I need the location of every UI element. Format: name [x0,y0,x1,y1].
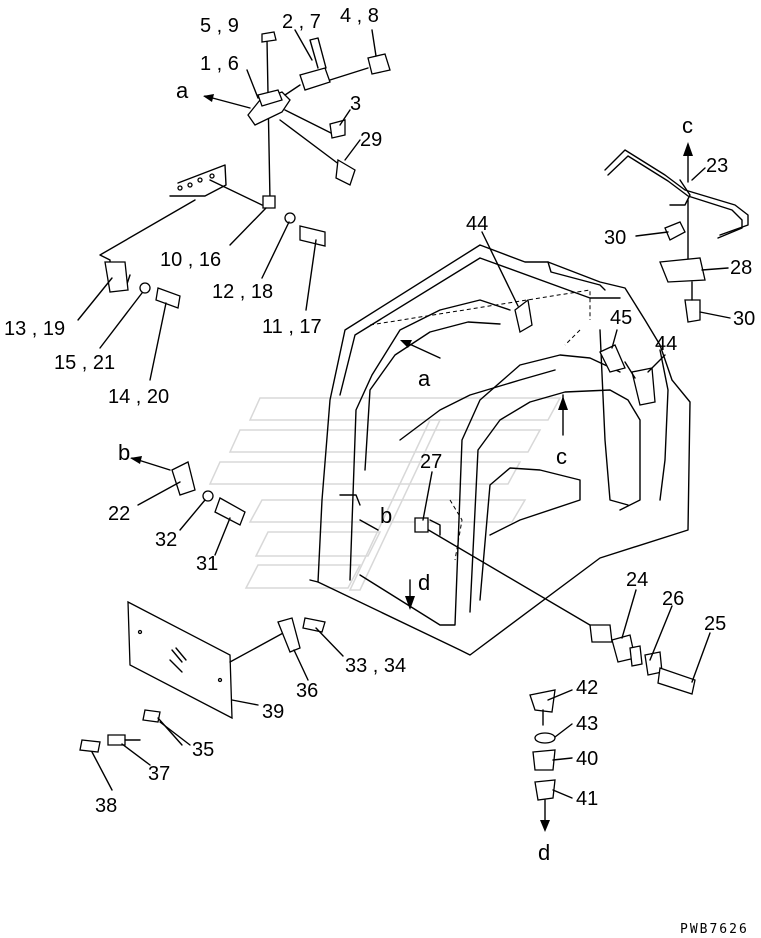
label-30a: 30 [604,227,626,249]
label-3: 3 [350,93,361,115]
ref-b-left: b [118,440,130,465]
label-2-7: 2 , 7 [282,11,321,33]
ref-a-top: a [176,78,189,103]
ref-d-bottom: d [538,840,550,865]
ref-c-cab: c [556,444,567,469]
label-25: 25 [704,613,726,635]
label-35: 35 [192,739,214,761]
left-clip [171,461,246,526]
label-32: 32 [155,529,177,551]
drawing-code: PWB7626 [680,922,749,937]
label-26: 26 [662,588,684,610]
label-30b: 30 [733,308,755,330]
label-36: 36 [296,680,318,702]
right-brackets [514,298,656,406]
label-14-20: 14 , 20 [108,386,169,408]
label-39: 39 [262,701,284,723]
label-27: 27 [420,451,442,473]
label-31: 31 [196,553,218,575]
label-38: 38 [95,795,117,817]
reference-arrows [130,94,693,610]
label-5-9: 5 , 9 [200,15,239,37]
label-43: 43 [576,713,598,735]
label-22: 22 [108,503,130,525]
label-23: 23 [706,155,728,177]
label-1-6: 1 , 6 [200,53,239,75]
cab-frame [309,244,691,656]
label-11-17: 11 , 17 [262,316,322,338]
ref-b-cab: b [380,503,392,528]
label-42: 42 [576,677,598,699]
label-41: 41 [576,788,598,810]
watermark [208,397,562,591]
label-10-16: 10 , 16 [160,249,221,271]
label-12-18: 12 , 18 [212,281,273,303]
wiring-harness [604,149,749,323]
label-29: 29 [360,129,382,151]
label-44b: 44 [655,333,677,355]
ref-c-top: c [682,113,693,138]
label-24: 24 [626,569,648,591]
label-28: 28 [730,257,752,279]
label-15-21: 15 , 21 [54,352,115,374]
clip-stack [529,689,556,832]
label-40: 40 [576,748,598,770]
label-44a: 44 [466,213,488,235]
label-33-34: 33 , 34 [345,655,406,677]
right-fasteners [414,517,696,695]
glass-panel [79,600,326,753]
label-4-8: 4 , 8 [340,5,379,27]
label-13-19: 13 , 19 [4,318,65,340]
latch-assembly [247,31,391,209]
leader-lines [77,29,731,799]
label-37: 37 [148,763,170,785]
label-45: 45 [610,307,632,329]
ref-a-cab: a [418,366,431,391]
ref-d-cab: d [418,570,430,595]
